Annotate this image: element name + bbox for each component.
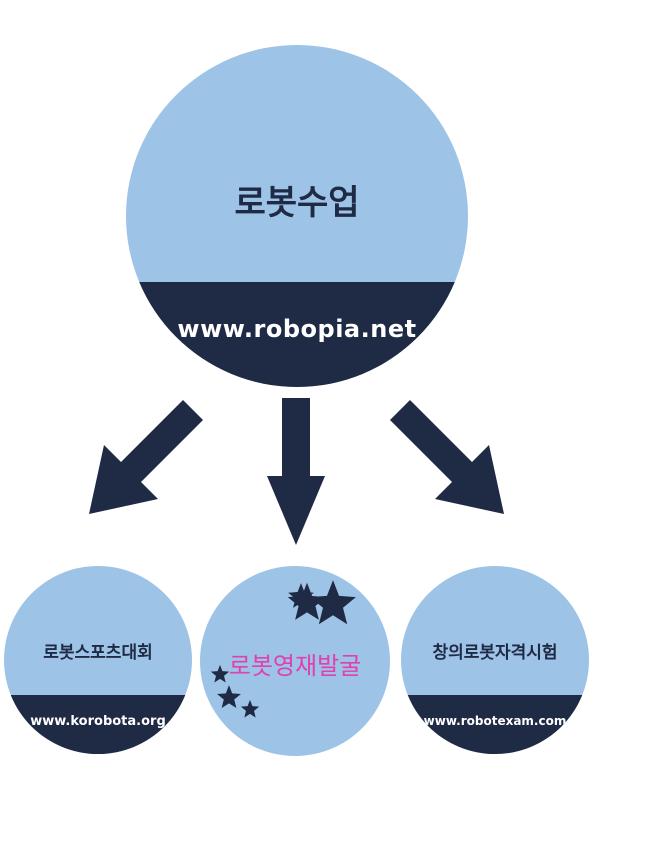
arrow-left [89, 400, 203, 514]
exam-circle: 창의로봇자격시험 www.robotexam.com [401, 566, 589, 754]
star-icon [217, 685, 241, 709]
sports-url-band [4, 695, 192, 754]
exam-url[interactable]: www.robotexam.com [423, 714, 567, 728]
star-icon [310, 580, 356, 625]
star-icon [288, 583, 314, 608]
exam-title: 창의로봇자격시험 [432, 643, 558, 663]
main-url-band [126, 282, 468, 387]
sports-url[interactable]: www.korobota.org [30, 714, 166, 729]
main-circle: 로봇수업 www.robopia.net [126, 45, 468, 387]
sports-circle: 로봇스포츠대회 www.korobota.org [4, 566, 192, 754]
gifted-title: 로봇영재발굴 [228, 652, 362, 680]
star-icon [240, 699, 260, 718]
main-title: 로봇수업 [234, 183, 360, 223]
star-icon [210, 664, 230, 683]
arrow-right [390, 400, 504, 514]
sports-title: 로봇스포츠대회 [43, 643, 153, 663]
arrow-center [267, 398, 325, 545]
main-url[interactable]: www.robopia.net [177, 315, 417, 343]
exam-url-band [401, 695, 589, 754]
gifted-circle: 로봇영재발굴 [200, 566, 390, 756]
